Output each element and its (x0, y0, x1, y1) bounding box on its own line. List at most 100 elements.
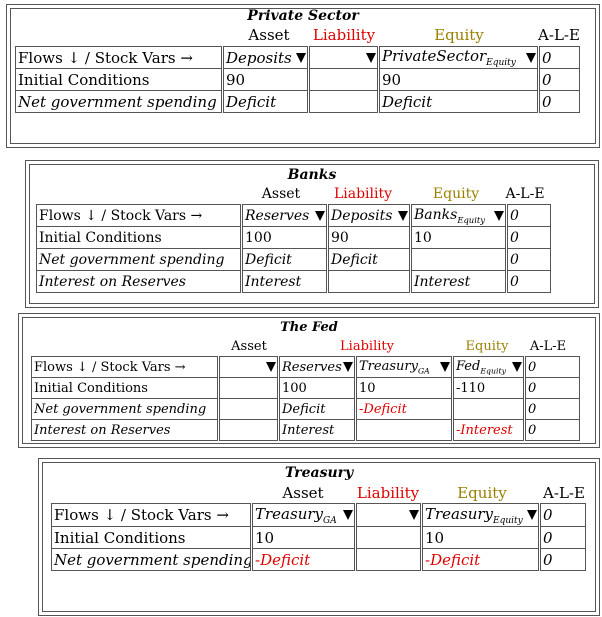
treasury-ga-column[interactable]: TreasuryGA (251, 503, 357, 527)
reserves-column[interactable]: Reserves (241, 204, 329, 227)
row-label: Net government spending (36, 248, 243, 271)
cell[interactable] (410, 248, 508, 271)
cell[interactable]: 10 (421, 526, 541, 549)
cell[interactable]: -Deficit (251, 548, 357, 571)
dropdown-arrow-icon[interactable] (398, 210, 408, 221)
cell[interactable]: 90 (222, 68, 310, 91)
cell[interactable]: Interest (241, 270, 329, 293)
cell[interactable]: Interest (410, 270, 508, 293)
deposits-column[interactable]: Deposits (327, 204, 412, 227)
cell[interactable]: -110 (452, 377, 526, 399)
equity-header: Equity (457, 484, 507, 502)
treasury-inner (42, 462, 596, 612)
asset-header: Asset (282, 484, 324, 502)
cell[interactable]: Deficit (222, 90, 310, 113)
dropdown-arrow-icon[interactable] (366, 52, 376, 63)
cell[interactable]: 10 (355, 377, 454, 399)
cell[interactable]: -Deficit (421, 548, 541, 571)
cell[interactable]: -Deficit (355, 398, 454, 420)
ale-header: A-L-E (543, 484, 585, 502)
reserves-column[interactable]: Reserves (278, 356, 357, 378)
ale-cell: 0 (539, 548, 586, 571)
dropdown-arrow-icon[interactable] (343, 362, 353, 372)
panel-title: Banks (287, 167, 337, 183)
asset-header: Asset (231, 339, 267, 354)
dropdown-arrow-icon[interactable] (526, 52, 536, 63)
cell[interactable]: 90 (378, 68, 540, 91)
liability-column[interactable] (308, 46, 380, 69)
dropdown-arrow-icon[interactable] (527, 510, 537, 520)
fed-inner (22, 317, 596, 444)
row-label: Interest on Reserves (36, 270, 243, 293)
cell[interactable]: Deficit (378, 90, 540, 113)
cell[interactable] (355, 526, 423, 549)
dropdown-arrow-icon[interactable] (266, 362, 276, 372)
panel-title: Private Sector (247, 8, 359, 24)
private-sector-panel: Private Sector Asset Liability Equity A-… (6, 4, 600, 148)
deposits-column[interactable]: Deposits (222, 46, 310, 69)
cell[interactable] (355, 548, 423, 571)
fed-equity-column[interactable]: FedEquity (452, 356, 526, 378)
cell[interactable]: 90 (327, 226, 412, 249)
table-row: Interest on Reserves Interest -Interest … (31, 419, 580, 441)
asset-column[interactable] (218, 356, 280, 378)
cell[interactable] (218, 419, 280, 441)
ale-header: A-L-E (538, 26, 580, 44)
cell[interactable]: 100 (278, 377, 357, 399)
cell[interactable] (308, 68, 380, 91)
table-row: Net government spending Deficit Deficit … (36, 248, 551, 271)
cell[interactable] (218, 398, 280, 420)
dropdown-arrow-icon[interactable] (494, 210, 504, 221)
treasury-equity-column[interactable]: TreasuryEquity (421, 503, 541, 527)
ale-cell: 0 (538, 68, 580, 91)
table-row: Initial Conditions 100 10 -110 0 (31, 377, 580, 399)
ale-header: A-L-E (529, 339, 567, 354)
ale-cell: 0 (538, 46, 580, 69)
ale-cell: 0 (524, 356, 580, 378)
treasury-ga-column[interactable]: TreasuryGA (355, 356, 454, 378)
liability-column[interactable] (355, 503, 423, 527)
ale-cell: 0 (524, 398, 580, 420)
cell[interactable]: Interest (278, 419, 357, 441)
cell[interactable]: 10 (410, 226, 508, 249)
ale-cell: 0 (506, 248, 551, 271)
cell[interactable] (327, 270, 412, 293)
ale-cell: 0 (539, 503, 586, 527)
dropdown-arrow-icon[interactable] (512, 362, 522, 372)
private-equity-column[interactable]: PrivateSectorEquity (378, 46, 540, 69)
cell[interactable]: Deficit (278, 398, 357, 420)
liability-header: Liability (312, 26, 376, 44)
table-row: Net government spending Deficit -Deficit… (31, 398, 580, 420)
row-label: Net government spending (51, 548, 253, 571)
table-row: Initial Conditions 90 90 0 (15, 68, 580, 91)
fed-panel: The Fed Asset Liability Equity A-L-E Flo… (18, 313, 600, 448)
dropdown-arrow-icon[interactable] (296, 52, 306, 63)
dropdown-arrow-icon[interactable] (343, 510, 353, 520)
cell[interactable] (218, 377, 280, 399)
cell[interactable]: Deficit (241, 248, 329, 271)
ale-cell: 0 (539, 526, 586, 549)
banks-table: Flows ↓ / Stock Vars → Reserves Deposits… (36, 204, 551, 293)
fed-table: Flows ↓ / Stock Vars → Reserves Treasury… (31, 356, 580, 441)
cell[interactable]: -Interest (452, 419, 526, 441)
equity-header: Equity (465, 339, 509, 354)
cell[interactable] (355, 419, 454, 441)
row-label: Initial Conditions (36, 226, 243, 249)
ale-header: A-L-E (505, 186, 545, 202)
dropdown-arrow-icon[interactable] (409, 510, 419, 520)
cell[interactable] (308, 90, 380, 113)
liability-header: Liability (333, 186, 393, 202)
row-label: Initial Conditions (51, 526, 253, 549)
dropdown-arrow-icon[interactable] (440, 362, 450, 372)
cell[interactable]: 10 (251, 526, 357, 549)
table-row: Interest on Reserves Interest Interest 0 (36, 270, 551, 293)
dropdown-arrow-icon[interactable] (315, 210, 325, 221)
table-row: Net government spending -Deficit -Defici… (51, 548, 586, 571)
banks-equity-column[interactable]: BanksEquity (410, 204, 508, 227)
cell[interactable] (452, 398, 526, 420)
ale-cell: 0 (524, 377, 580, 399)
ale-cell: 0 (524, 419, 580, 441)
ale-cell: 0 (538, 90, 580, 113)
cell[interactable]: Deficit (327, 248, 412, 271)
cell[interactable]: 100 (241, 226, 329, 249)
